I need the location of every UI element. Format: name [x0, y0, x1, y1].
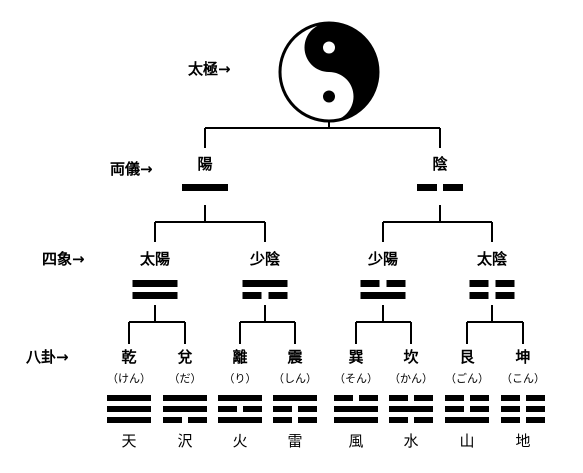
trigram-name-shin: 震 [287, 348, 303, 366]
ryougi-1-yin-line [443, 184, 463, 191]
trigram-3-yang-line [273, 395, 317, 401]
shishou-3-yin-line [495, 280, 515, 287]
trigram-0-yang-line [107, 417, 151, 423]
shishou-3-yin-line [469, 292, 489, 299]
trigram-4-yang-line [334, 406, 378, 412]
trigram-5-yin-line [414, 395, 433, 401]
row-label-hakke: 八卦→ [26, 348, 69, 366]
trigram-7-yin-line [526, 417, 545, 423]
row-label-ryougi: 両儀→ [110, 160, 153, 178]
taiji-black-half [304, 23, 378, 121]
trigram-meaning-da: 沢 [177, 432, 193, 450]
trigram-name-son: 巽 [348, 348, 364, 366]
trigram-3-yin-line [298, 406, 317, 412]
trigram-5-yin-line [389, 417, 408, 423]
taiji-icon [278, 21, 380, 123]
trigram-meaning-son: 風 [348, 432, 364, 450]
trigram-name-kan: 坎 [403, 348, 419, 366]
trigram-name-da: 兌 [177, 348, 193, 366]
trigram-meaning-kon: 地 [515, 432, 531, 450]
shishou-name-taiin: 太陰 [476, 250, 508, 268]
trigram-name-gon: 艮 [459, 348, 475, 366]
trigram-7-yin-line [501, 417, 520, 423]
trigram-meaning-shin: 雷 [287, 432, 303, 450]
trigram-meaning-gon: 山 [459, 432, 475, 450]
trigram-7-yin-line [526, 406, 545, 412]
shishou-name-shouyou: 少陽 [367, 250, 399, 268]
trigram-0-yang-line [107, 406, 151, 412]
ryougi-name-yin: 陰 [432, 155, 448, 173]
trigram-6-yin-line [470, 406, 489, 412]
trigram-6-yin-line [445, 395, 464, 401]
shishou-2-yin-line [360, 280, 380, 287]
trigram-0-yang-line [107, 395, 151, 401]
trigram-1-yin-line [163, 417, 182, 423]
trigram-meaning-ken: 天 [121, 432, 137, 450]
trigram-reading-gon: （ごん） [445, 372, 489, 385]
trigram-5-yang-line [389, 406, 433, 412]
trigram-7-yin-line [501, 395, 520, 401]
trigram-5-yin-line [389, 395, 408, 401]
trigram-3-yin-line [273, 406, 292, 412]
trigram-6-yang-line [445, 417, 489, 423]
trigram-name-ri: 離 [232, 348, 248, 366]
shishou-1-yin-line [268, 292, 288, 299]
trigram-reading-ri: （り） [223, 372, 257, 385]
trigram-4-yin-line [359, 395, 378, 401]
trigram-6-yin-line [470, 395, 489, 401]
shishou-0-yang-line [132, 292, 178, 299]
trigram-2-yang-line [218, 395, 262, 401]
trigram-5-yin-line [414, 417, 433, 423]
row-label-shishou: 四象→ [42, 250, 85, 268]
trigram-2-yang-line [218, 417, 262, 423]
trigram-2-yin-line [243, 406, 262, 412]
shishou-3-yin-line [469, 280, 489, 287]
trigram-reading-kan: （かん） [389, 372, 433, 385]
shishou-0-yang-line [132, 280, 178, 287]
trigram-4-yin-line [334, 395, 353, 401]
trigram-1-yang-line [163, 395, 207, 401]
shishou-2-yang-line [360, 292, 406, 299]
trigram-name-kon: 坤 [515, 348, 531, 366]
trigram-name-ken: 乾 [121, 348, 137, 366]
taiji-white-dot [323, 41, 335, 54]
trigram-4-yang-line [334, 417, 378, 423]
ryougi-1-yin-line [417, 184, 437, 191]
trigram-reading-son: （そん） [334, 372, 378, 385]
shishou-1-yang-line [242, 280, 288, 287]
trigram-3-yin-line [298, 417, 317, 423]
trigram-1-yang-line [163, 406, 207, 412]
shishou-name-shouin: 少陰 [249, 250, 281, 268]
trigram-meaning-kan: 水 [403, 432, 419, 450]
trigram-7-yin-line [526, 395, 545, 401]
trigram-reading-kon: （こん） [501, 372, 545, 385]
trigram-7-yin-line [501, 406, 520, 412]
ryougi-name-yang: 陽 [197, 155, 213, 173]
trigram-reading-da: （だ） [168, 372, 202, 385]
trigram-1-yin-line [188, 417, 207, 423]
trigram-reading-shin: （しん） [273, 372, 317, 385]
row-label-taikyoku: 太極→ [188, 60, 231, 78]
trigram-2-yin-line [218, 406, 237, 412]
trigram-meaning-ri: 火 [232, 432, 248, 450]
trigram-6-yin-line [445, 406, 464, 412]
shishou-1-yin-line [242, 292, 262, 299]
shishou-name-taiyou: 太陽 [139, 250, 171, 268]
trigram-3-yin-line [273, 417, 292, 423]
shishou-3-yin-line [495, 292, 515, 299]
trigram-reading-ken: （けん） [107, 372, 151, 385]
ryougi-0-yang-line [182, 184, 228, 191]
shishou-2-yin-line [386, 280, 406, 287]
taiji-black-dot [323, 90, 335, 103]
